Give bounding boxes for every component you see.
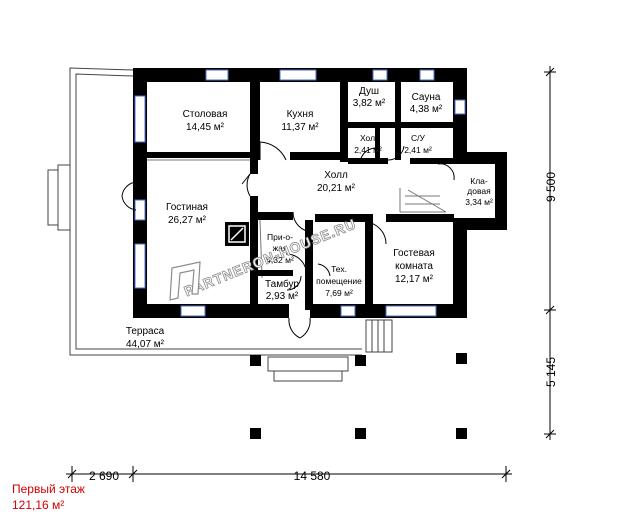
svg-text:Душ: Душ [359, 86, 379, 97]
svg-text:26,27 м²: 26,27 м² [168, 215, 207, 226]
svg-text:Гостевая: Гостевая [393, 248, 435, 259]
room-label-kuhnya: Кухня 11,37 м² [281, 109, 319, 133]
floor-caption-area: 121,16 м² [12, 498, 64, 512]
dimension-bottom-left: 2 690 [89, 469, 119, 483]
svg-text:4,32 м²: 4,32 м² [266, 255, 294, 265]
svg-text:помещение: помещение [316, 276, 362, 286]
svg-text:4,38 м²: 4,38 м² [410, 104, 443, 115]
svg-text:20,21 м²: 20,21 м² [317, 183, 356, 194]
dimension-right-bottom: 5 145 [544, 357, 558, 387]
svg-text:Кухня: Кухня [287, 109, 314, 120]
room-label-dush: Душ 3,82 м² [353, 86, 386, 109]
room-label-gostevaya: Гостевая комната 12,17 м² [393, 248, 435, 285]
svg-text:Гостиная: Гостиная [166, 202, 208, 213]
svg-text:2,41 м²: 2,41 м² [404, 145, 432, 155]
dimension-bottom-main: 14 580 [294, 469, 331, 483]
watermark-logo-icon [169, 261, 201, 301]
dimension-bottom [66, 466, 512, 482]
floor-caption-title: Первый этаж [12, 482, 85, 496]
svg-text:7,69 м²: 7,69 м² [325, 288, 353, 298]
room-label-holl-small: Холл 2,41 м² [354, 133, 382, 155]
svg-text:3,82 м²: 3,82 м² [353, 98, 386, 109]
svg-text:Тамбур: Тамбур [265, 278, 299, 290]
svg-text:12,17 м²: 12,17 м² [395, 274, 434, 285]
room-label-terrasa: Терраса 44,07 м² [126, 326, 165, 350]
svg-text:44,07 м²: 44,07 м² [126, 339, 165, 350]
room-label-su: С/У 2,41 м² [404, 133, 432, 155]
room-label-sauna: Сауна 4,38 м² [410, 92, 443, 115]
room-label-holl: Холл 20,21 м² [317, 170, 356, 194]
svg-text:Кла-: Кла- [470, 176, 488, 186]
svg-text:Тех.: Тех. [331, 264, 347, 274]
svg-text:жая: жая [272, 243, 287, 253]
svg-text:5 145: 5 145 [544, 357, 558, 387]
svg-text:3,34 м²: 3,34 м² [465, 197, 493, 207]
svg-text:С/У: С/У [411, 133, 426, 143]
svg-text:довая: довая [467, 186, 491, 196]
svg-text:комната: комната [395, 261, 433, 272]
dimension-right-top: 9 500 [544, 172, 558, 202]
doors [121, 141, 455, 339]
room-label-stolovaya: Столовая 14,45 м² [183, 109, 228, 133]
terrace-columns [250, 353, 467, 439]
svg-text:Терраса: Терраса [126, 326, 165, 337]
room-label-kladovaya: Кла- довая 3,34 м² [465, 176, 493, 207]
terrace-outline [47, 67, 393, 382]
svg-text:Холл: Холл [324, 170, 348, 181]
svg-text:14,45 м²: 14,45 м² [186, 122, 225, 133]
windows [134, 69, 466, 317]
room-label-prihozhaya: При-о- жая 4,32 м² [266, 232, 294, 265]
svg-text:11,37 м²: 11,37 м² [281, 122, 319, 133]
svg-text:Столовая: Столовая [183, 109, 228, 120]
interior-walls [147, 80, 454, 310]
room-label-tech: Тех. помещение 7,69 м² [316, 264, 362, 298]
room-label-gostinaya: Гостиная 26,27 м² [166, 202, 208, 226]
svg-text:2,41 м²: 2,41 м² [354, 145, 382, 155]
svg-text:9 500: 9 500 [544, 172, 558, 202]
svg-text:При-о-: При-о- [267, 232, 293, 242]
dimension-right [544, 66, 556, 440]
svg-text:2,93 м²: 2,93 м² [266, 291, 299, 302]
svg-text:Сауна: Сауна [412, 92, 441, 103]
svg-text:Холл: Холл [360, 133, 380, 143]
room-label-tambur: Тамбур 2,93 м² [265, 278, 299, 302]
fireplace [228, 225, 246, 243]
